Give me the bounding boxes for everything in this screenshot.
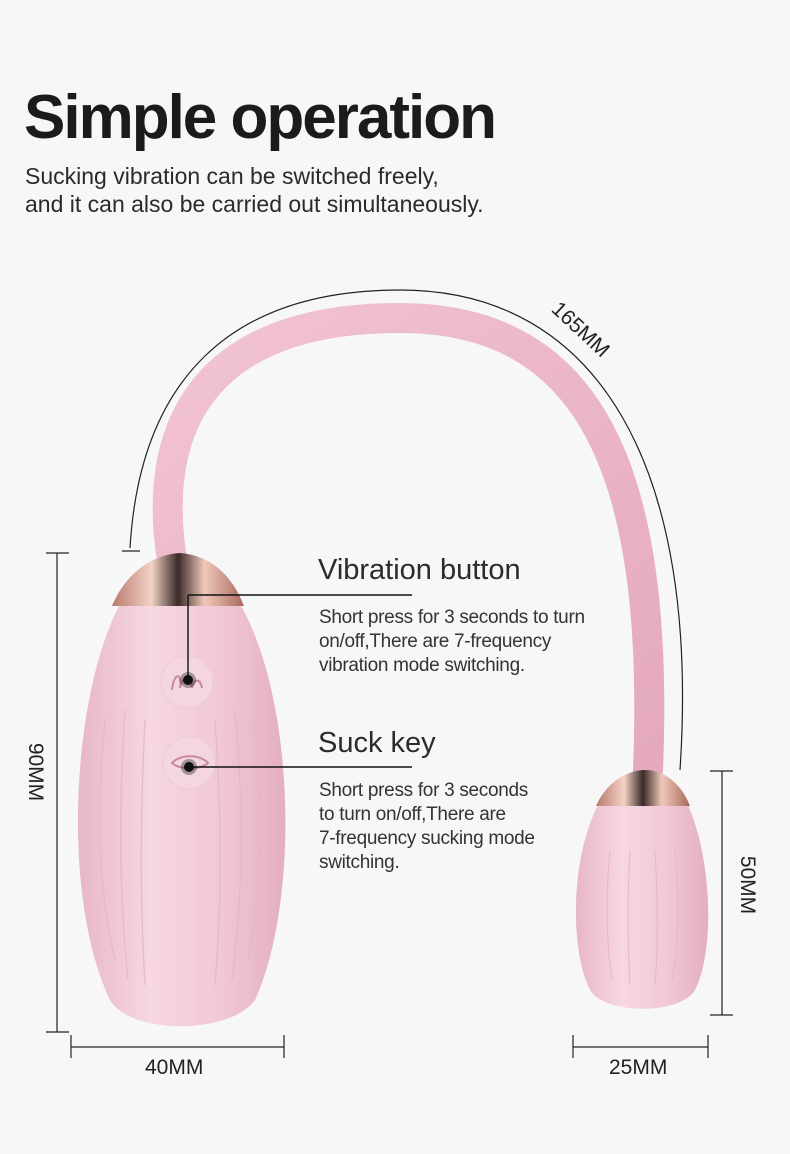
desc-line: Short press for 3 seconds to turn (319, 607, 585, 628)
subtitle-line-2: and it can also be carried out simultane… (25, 191, 484, 217)
main-height-label: 90MM (24, 742, 48, 802)
suck-key-label: Suck key (318, 727, 436, 759)
connecting-cord (152, 302, 665, 785)
vibration-button-description: Short press for 3 seconds to turn on/off… (319, 606, 585, 678)
desc-line: to turn on/off,There are (319, 804, 506, 825)
desc-line: 7-frequency sucking mode (319, 828, 535, 849)
desc-line: Short press for 3 seconds (319, 780, 528, 801)
suck-key-description: Short press for 3 seconds to turn on/off… (319, 779, 535, 875)
egg-height-label: 50MM (736, 855, 760, 915)
desc-line: on/off,There are 7-frequency (319, 631, 552, 652)
subtitle: Sucking vibration can be switched freely… (25, 162, 484, 218)
vibration-button-label: Vibration button (318, 554, 521, 586)
desc-line: switching. (319, 852, 400, 873)
desc-line: vibration mode switching. (319, 655, 525, 676)
main-cap (112, 553, 244, 606)
subtitle-line-1: Sucking vibration can be switched freely… (25, 163, 439, 189)
main-width-label: 40MM (145, 1056, 204, 1079)
egg-cap (596, 770, 690, 806)
main-body (77, 604, 286, 1027)
cord-dimension-arc (129, 289, 684, 771)
egg-width-label: 25MM (609, 1056, 668, 1079)
egg-body (575, 805, 709, 1009)
page-title: Simple operation (24, 83, 497, 152)
